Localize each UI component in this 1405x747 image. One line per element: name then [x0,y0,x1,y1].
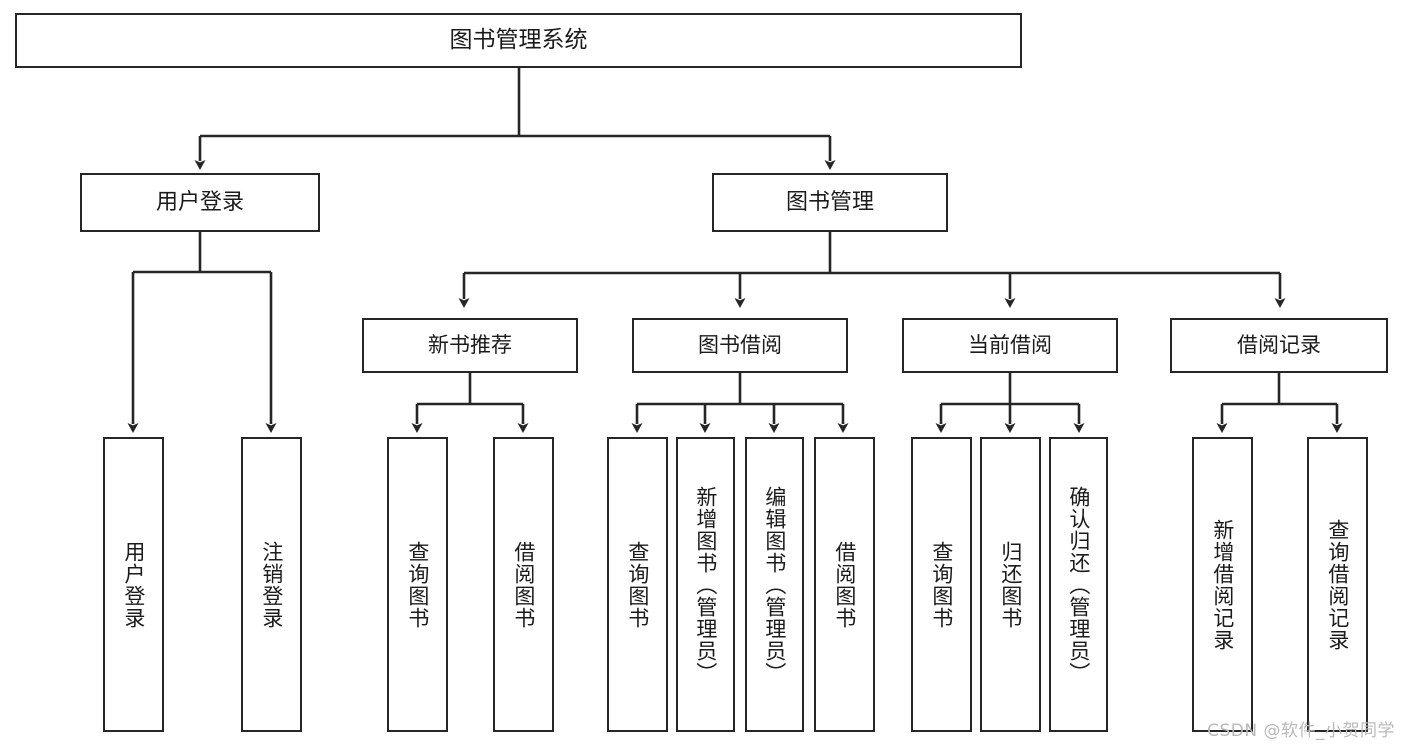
node-label: 新增借阅记录 [1210,518,1235,651]
node-label: 查询图书 [929,540,954,629]
node-label: 用户登录 [155,189,244,215]
leaf-borrow-book-recommend[interactable]: 借阅图书 [493,437,554,732]
node-label: 查询图书 [625,540,650,629]
node-root-system[interactable]: 图书管理系统 [15,13,1022,68]
leaf-add-book-admin[interactable]: 新增图书（管理员） [676,437,735,732]
leaf-user-login[interactable]: 用户登录 [103,437,164,732]
leaf-query-book-recommend[interactable]: 查询图书 [387,437,448,732]
leaf-edit-book-admin[interactable]: 编辑图书（管理员） [745,437,804,732]
node-book-borrow[interactable]: 图书借阅 [632,318,848,373]
node-label: 查询图书 [405,540,430,629]
node-label: 借阅图书 [832,540,857,629]
node-label: 借阅图书 [511,540,536,629]
leaf-query-book-current[interactable]: 查询图书 [911,437,972,732]
node-book-management[interactable]: 图书管理 [712,173,948,232]
node-label: 图书管理系统 [449,26,588,53]
node-label: 用户登录 [121,540,146,629]
leaf-confirm-return-admin[interactable]: 确认归还（管理员） [1049,437,1108,732]
node-label: 编辑图书（管理员） [762,485,787,684]
node-label: 确认归还（管理员） [1066,485,1091,684]
node-user-login[interactable]: 用户登录 [80,173,320,232]
node-label: 图书管理 [785,189,874,215]
leaf-logout-login[interactable]: 注销登录 [241,437,302,732]
node-label: 查询借阅记录 [1325,518,1350,651]
node-label: 注销登录 [259,540,284,629]
node-borrow-record[interactable]: 借阅记录 [1170,318,1388,373]
leaf-query-book-borrow[interactable]: 查询图书 [607,437,668,732]
node-label: 归还图书 [998,540,1023,629]
watermark-text: CSDN @软件_小贺同学 [1207,721,1395,741]
leaf-add-borrow-record[interactable]: 新增借阅记录 [1192,437,1253,732]
node-label: 新增图书（管理员） [693,485,718,684]
leaf-return-book[interactable]: 归还图书 [980,437,1041,732]
node-new-book-recommend[interactable]: 新书推荐 [362,318,578,373]
node-current-borrow[interactable]: 当前借阅 [902,318,1118,373]
node-label: 新书推荐 [428,333,512,358]
node-label: 图书借阅 [698,333,782,358]
leaf-query-borrow-record[interactable]: 查询借阅记录 [1307,437,1368,732]
node-label: 借阅记录 [1237,333,1321,358]
node-label: 当前借阅 [968,333,1052,358]
leaf-borrow-book-borrow[interactable]: 借阅图书 [814,437,875,732]
